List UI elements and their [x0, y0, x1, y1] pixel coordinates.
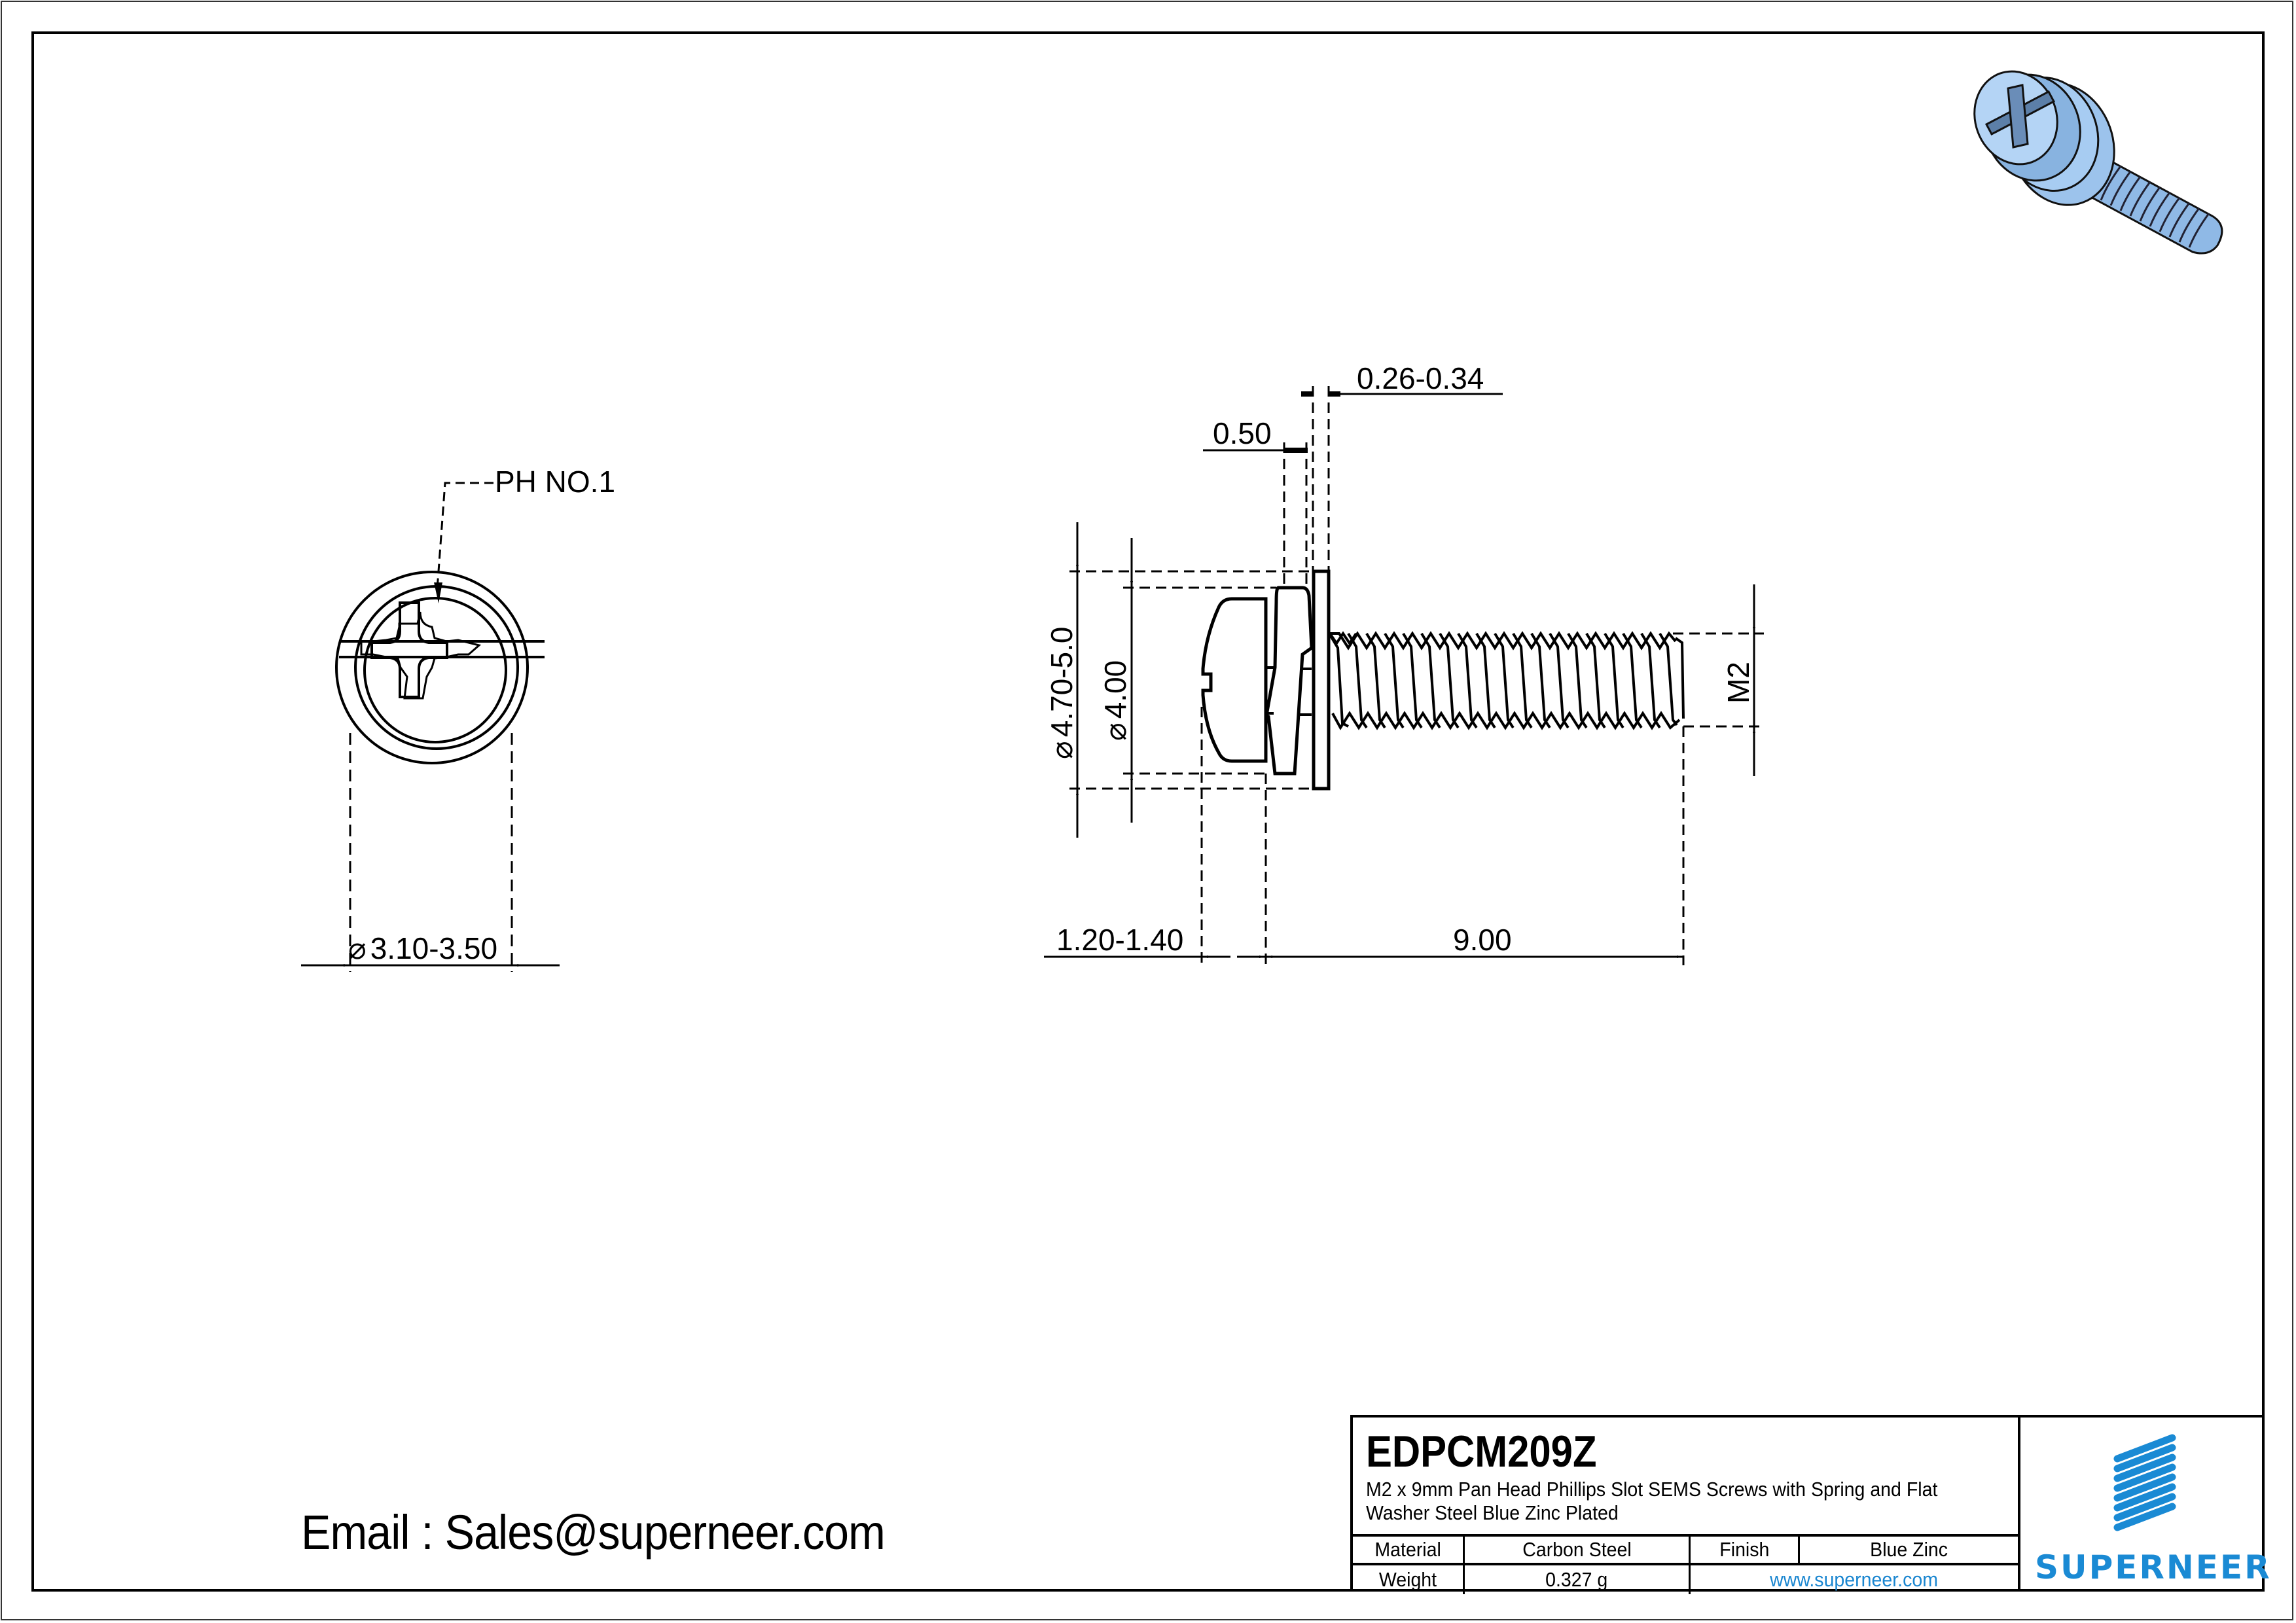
spring-washer-thickness-dimension [1203, 442, 1308, 588]
weight-row: Weight 0.327 g www.superneer.com [1353, 1563, 2018, 1594]
spring-washer-od-label: ⌀4.00 [1098, 660, 1132, 741]
brand-name: SUPERNEER [2035, 1548, 2272, 1586]
contact-email: Email : Sales@superneer.com [301, 1505, 886, 1560]
material-label: Material [1374, 1538, 1441, 1561]
flat-washer-thickness-label: 0.26-0.34 [1357, 361, 1484, 395]
length-label: 9.00 [1453, 923, 1512, 957]
title-block: EDPCM209Z M2 x 9mm Pan Head Phillips Slo… [1350, 1415, 2270, 1594]
part-description: M2 x 9mm Pan Head Phillips Slot SEMS Scr… [1366, 1478, 1938, 1524]
spring-washer [1265, 586, 1314, 776]
flat-washer-outline [335, 571, 529, 764]
front-diameter-dimension [301, 733, 560, 972]
pan-head [1201, 597, 1268, 763]
finish-label: Finish [1689, 1537, 1798, 1563]
side-view [1201, 569, 1331, 791]
material-value: Carbon Steel [1463, 1537, 1689, 1563]
phillips-cross-icon [370, 601, 448, 698]
title-block-main: EDPCM209Z M2 x 9mm Pan Head Phillips Slo… [1353, 1418, 2020, 1594]
thread-size-label: M2 [1721, 662, 1755, 704]
finish-value: Blue Zinc [1798, 1537, 2018, 1563]
length-dimensions [1044, 707, 1685, 965]
callout-ph-no1: PH NO.1 [495, 465, 615, 499]
flat-washer-od-label: ⌀4.70-5.0 [1045, 627, 1079, 760]
drawing-frame [31, 31, 2265, 1592]
flat-washer-thickness-dimension [1301, 386, 1503, 571]
head-height-label: 1.20-1.40 [1056, 923, 1183, 957]
head-outline [363, 597, 507, 743]
flat-washer [1312, 569, 1331, 791]
part-number: EDPCM209Z [1366, 1427, 1597, 1476]
flat-washer-od-dimension [1069, 522, 1313, 838]
spring-washer-outline [354, 585, 519, 750]
leader-arrow [434, 582, 442, 603]
website-link[interactable]: www.superneer.com [1689, 1565, 2018, 1594]
front-diameter-label: ⌀3.10-3.50 [348, 931, 497, 965]
brand-logo: SUPERNEER [2020, 1418, 2270, 1592]
thread-body [1329, 631, 1685, 730]
spring-washer-thickness-label: 0.50 [1213, 416, 1272, 450]
spring-washer-od-dimension [1123, 538, 1276, 823]
thread-crests-top [1330, 631, 1677, 651]
thread-crests-bottom [1331, 711, 1681, 730]
isometric-screw-render [1973, 70, 2223, 255]
weight-value: 0.327 g [1463, 1565, 1689, 1594]
phillips-recess [360, 611, 482, 700]
weight-label: Weight [1378, 1568, 1437, 1591]
material-finish-row: Material Carbon Steel Finish Blue Zinc [1353, 1534, 2018, 1563]
front-view [335, 571, 545, 764]
callout-leader [436, 482, 493, 590]
thread-size-dimension [1673, 584, 1764, 776]
superneer-stripes-icon [2113, 1434, 2176, 1531]
